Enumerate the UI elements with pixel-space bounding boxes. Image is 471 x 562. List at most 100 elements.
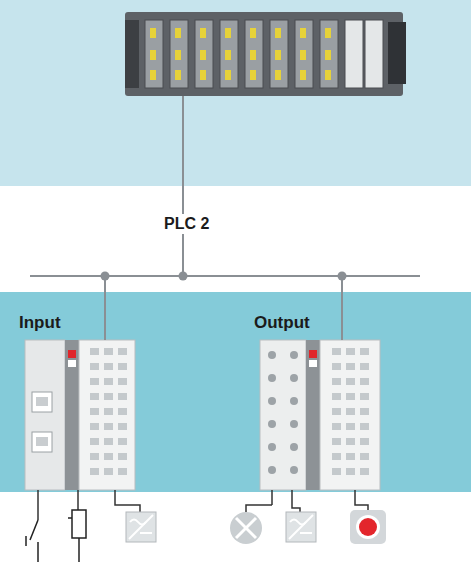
terminal-slot — [346, 393, 355, 400]
terminal-slot — [118, 363, 127, 370]
terminal-screw — [268, 466, 276, 474]
module-heading: Input — [19, 313, 61, 333]
terminal-slot — [332, 453, 341, 460]
terminal-slot — [360, 468, 369, 475]
terminal-slot — [360, 393, 369, 400]
terminal-screw — [268, 351, 276, 359]
rack-led — [300, 28, 306, 38]
terminal-slot — [346, 468, 355, 475]
rack-led — [200, 70, 206, 80]
terminal-slot — [118, 423, 127, 430]
terminal-slot — [360, 423, 369, 430]
terminal-slot — [104, 468, 113, 475]
rack-led — [325, 28, 331, 38]
terminal-slot — [90, 468, 99, 475]
rack-led — [300, 70, 306, 80]
terminal-slot — [346, 363, 355, 370]
terminal-slot — [90, 393, 99, 400]
terminal-slot — [332, 468, 341, 475]
push-button-symbol — [350, 510, 386, 544]
terminal-screw — [290, 351, 298, 359]
output-module — [260, 340, 380, 490]
terminal-slot — [332, 378, 341, 385]
rack-led — [225, 28, 231, 38]
terminal-slot — [346, 438, 355, 445]
field-band — [0, 292, 471, 492]
terminal-slot — [346, 378, 355, 385]
terminal-screw — [268, 420, 276, 428]
terminal-slot — [90, 348, 99, 355]
terminal-slot — [90, 363, 99, 370]
lamp-symbol — [230, 490, 272, 544]
input-module — [25, 340, 135, 490]
terminal-slot — [332, 438, 341, 445]
plc-drop-line — [182, 96, 184, 276]
controller-band — [0, 0, 471, 186]
terminal-slot — [346, 453, 355, 460]
rack-led — [275, 28, 281, 38]
junction-dot — [179, 272, 188, 281]
terminal-slot — [360, 453, 369, 460]
terminal-slot — [118, 453, 127, 460]
terminal-slot — [104, 393, 113, 400]
terminal-slot — [104, 378, 113, 385]
terminal-screw — [268, 374, 276, 382]
rack-slot — [145, 20, 163, 88]
terminal-slot — [118, 393, 127, 400]
terminal-slot — [104, 423, 113, 430]
rack-led — [225, 50, 231, 60]
terminal-slot — [346, 408, 355, 415]
terminal-slot — [90, 453, 99, 460]
terminal-slot — [332, 348, 341, 355]
rack-led — [325, 70, 331, 80]
terminal-slot — [118, 348, 127, 355]
terminal-slot — [360, 378, 369, 385]
terminal-slot — [104, 438, 113, 445]
rack-led — [150, 28, 156, 38]
terminal-screw — [290, 443, 298, 451]
plc-rack — [125, 12, 406, 96]
terminal-slot — [104, 408, 113, 415]
rack-led — [200, 28, 206, 38]
terminal-slot — [90, 378, 99, 385]
rack-led — [225, 70, 231, 80]
rack-led — [325, 50, 331, 60]
field-wiring — [38, 490, 368, 520]
rack-slot — [220, 20, 238, 88]
rack-led — [200, 50, 206, 60]
rack-slot — [295, 20, 313, 88]
terminal-screw — [290, 374, 298, 382]
rack-led — [175, 70, 181, 80]
rack-slot — [245, 20, 263, 88]
io-module: Input — [25, 340, 135, 490]
rack-slot — [345, 20, 363, 88]
plc-label: PLC 2 — [161, 214, 212, 234]
terminal-slot — [90, 408, 99, 415]
analog-sensor-icon — [286, 512, 316, 542]
terminal-slot — [346, 423, 355, 430]
junction-dot — [101, 272, 110, 281]
rack-led — [175, 50, 181, 60]
rack-slot — [320, 20, 338, 88]
rack-led — [300, 50, 306, 60]
terminal-slot — [332, 363, 341, 370]
rack-led — [250, 50, 256, 60]
rack-led — [150, 70, 156, 80]
rack-led — [150, 50, 156, 60]
terminal-slot — [90, 423, 99, 430]
module-heading: Output — [254, 313, 310, 333]
terminal-slot — [360, 438, 369, 445]
terminal-slot — [104, 348, 113, 355]
rack-led — [275, 50, 281, 60]
terminal-slot — [332, 393, 341, 400]
junction-dot — [338, 272, 347, 281]
rack-led — [250, 70, 256, 80]
terminal-screw — [268, 443, 276, 451]
terminal-slot — [118, 438, 127, 445]
terminal-slot — [360, 408, 369, 415]
rack-led — [175, 28, 181, 38]
io-module: Output — [260, 340, 380, 490]
bus-line — [30, 275, 105, 277]
rack-slot — [170, 20, 188, 88]
